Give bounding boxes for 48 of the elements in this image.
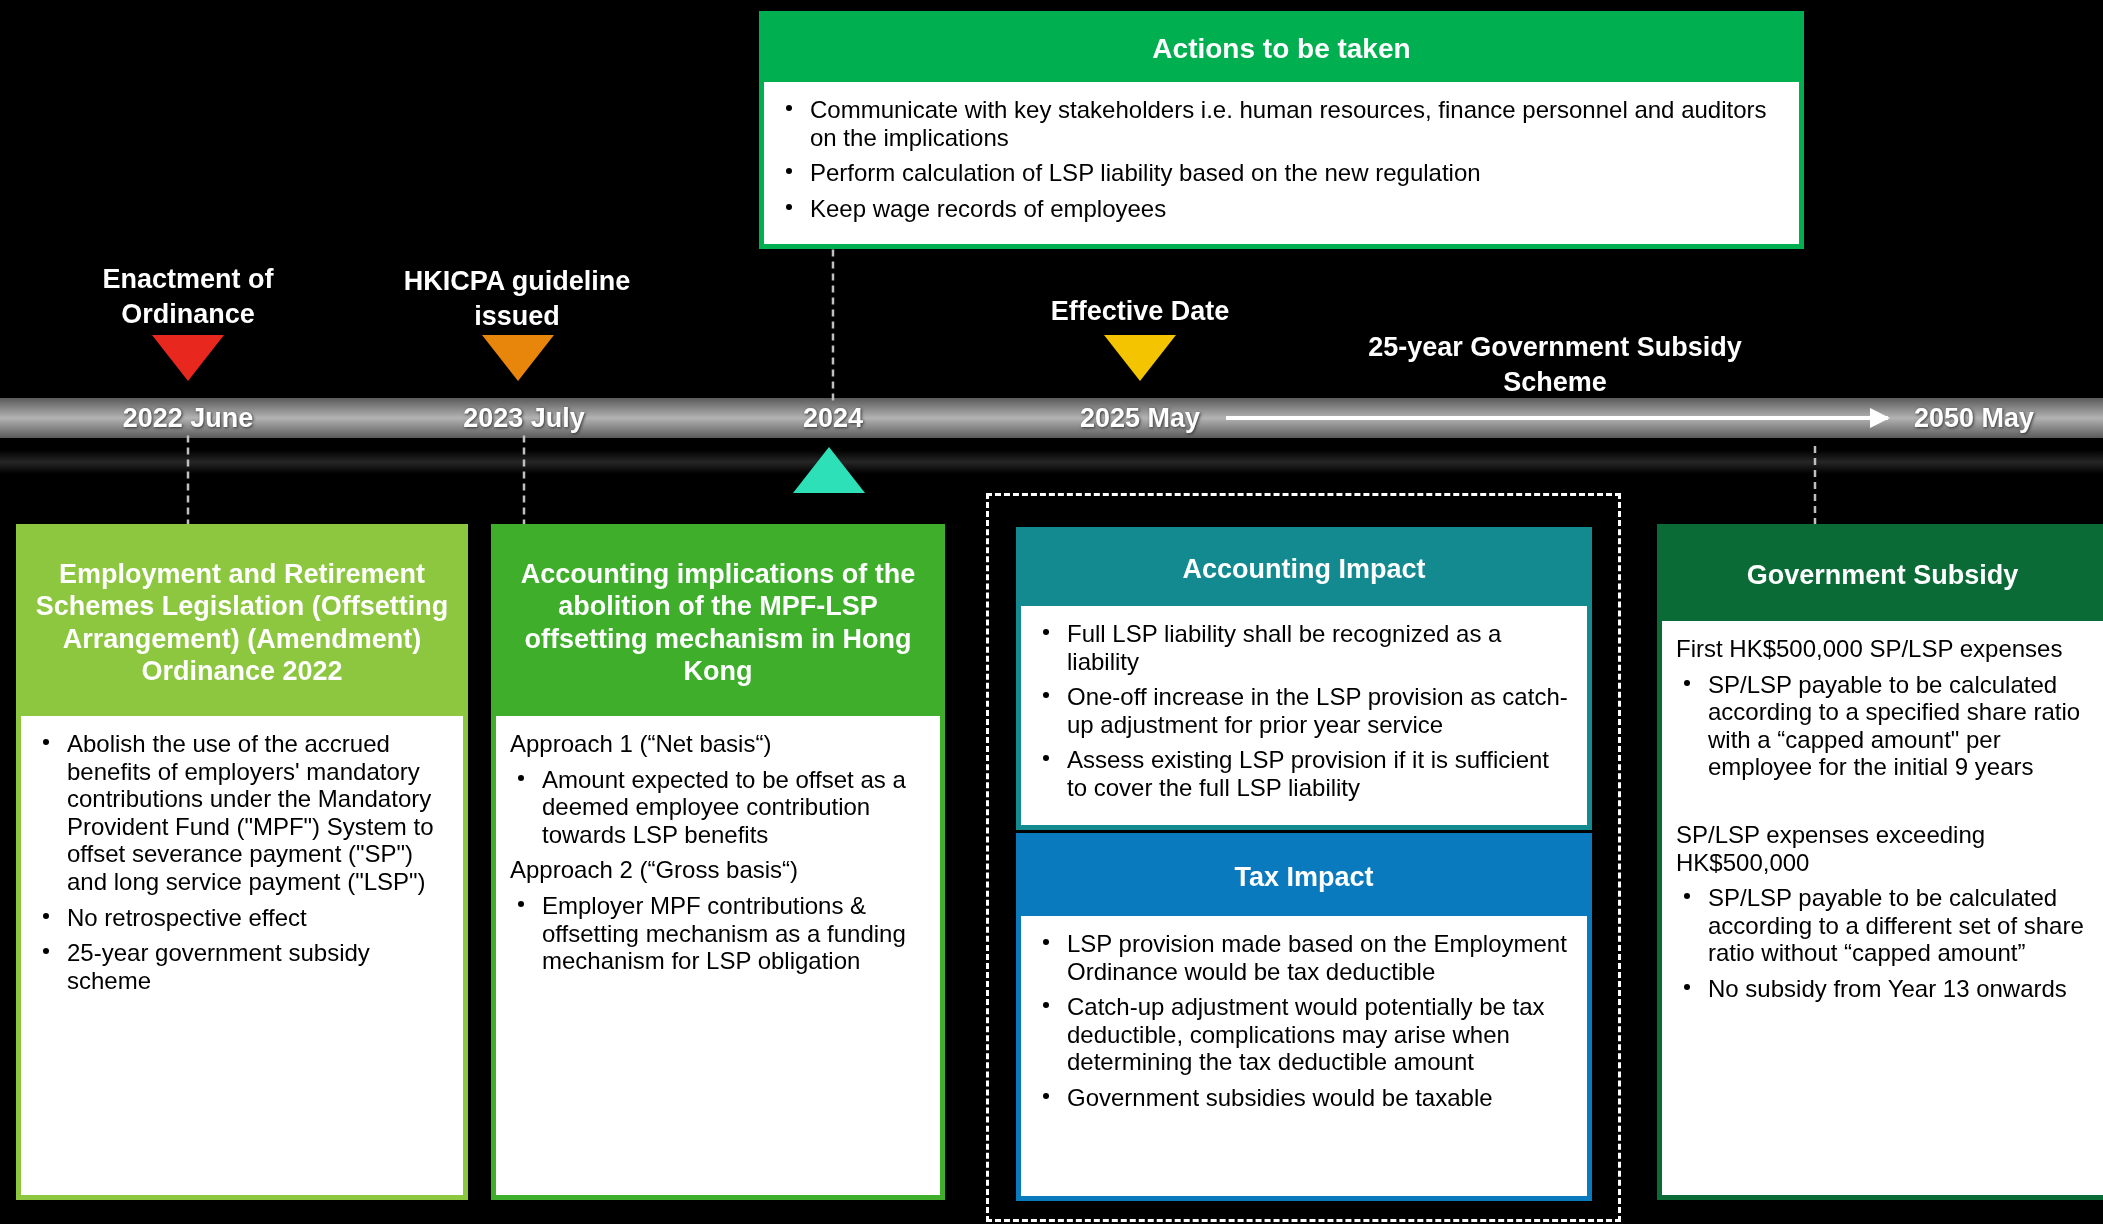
subheading-text: First HK$500,000 SP/LSP expenses	[1676, 635, 2064, 663]
date-label: 2050 May	[1907, 400, 2041, 436]
dashed-connector	[186, 435, 190, 524]
bullet-text: No subsidy from Year 13 onwards	[1676, 974, 2089, 1003]
date-label: 2025 May	[1073, 400, 1207, 436]
subheading-text: Approach 2 (“Gross basis“)	[510, 856, 800, 884]
bullet-text: One-off increase in the LSP provision as catch-up adjustment for prior year service	[1035, 683, 1573, 739]
info-card	[759, 11, 1804, 249]
bullet-text: 25-year government subsidy scheme	[35, 939, 449, 995]
event-label: HKICPA guideline issued	[402, 265, 632, 334]
bullet-text: SP/LSP payable to be calculated according to a different set of share ratio without “capped amount”	[1676, 884, 2089, 967]
event-label: Enactment of Ordinance	[101, 263, 275, 332]
event-label: 25-year Government Subsidy Scheme	[1367, 331, 1743, 400]
card-heading: Actions to be taken	[764, 16, 1799, 82]
bullet-text: Employer MPF contributions & offsetting mechanism as a funding mechanism for LSP obligation	[510, 891, 926, 975]
card-heading: Accounting Impact	[1021, 532, 1587, 606]
bullet-text: Assess existing LSP provision if it is sufficient to cover the full LSP liability	[1035, 746, 1573, 802]
card-heading: Government Subsidy	[1662, 529, 2103, 621]
info-card	[16, 524, 468, 1200]
bullet-text: Perform calculation of LSP liability based on the new regulation	[778, 159, 1785, 187]
info-card	[491, 524, 945, 1200]
info-card	[1016, 527, 1592, 830]
bullet-text: Amount expected to be offset as a deemed employee contribution towards LSP benefits	[510, 765, 926, 849]
bullet-text: Full LSP liability shall be recognized as a liability	[1035, 620, 1573, 676]
card-heading: Tax Impact	[1021, 838, 1587, 916]
bullet-text: Abolish the use of the accrued benefits of employers' mandatory contributions under the Mandatory Provident Fund ("MPF") System to offset severance payment ("SP") and long service payment ("LSP")	[35, 730, 449, 896]
bullet-text: SP/LSP payable to be calculated according to a specified share ratio with a “capped amount" per employee for the initial 9 years	[1676, 670, 2089, 781]
dashed-group-frame	[986, 493, 1621, 1222]
bullet-text: LSP provision made based on the Employment Ordinance would be tax deductible	[1035, 930, 1573, 986]
card-heading: Accounting implications of the abolition of the MPF-LSP offsetting mechanism in Hong Kong	[496, 529, 940, 716]
info-card	[1657, 524, 2103, 1200]
subheading-text: Approach 1 (“Net basis“)	[510, 730, 773, 758]
bullet-text: Government subsidies would be taxable	[1035, 1083, 1573, 1112]
dashed-connector	[1813, 446, 1817, 524]
bullet-text: No retrospective effect	[35, 903, 449, 932]
dashed-connector	[831, 249, 835, 401]
date-label: 2024	[796, 400, 870, 436]
timeline-arrow	[1226, 408, 1890, 428]
event-label: Effective Date	[1049, 295, 1231, 328]
bullet-text: Communicate with key stakeholders i.e. human resources, finance personnel and auditors on the implications	[778, 96, 1785, 152]
bullet-text: Catch-up adjustment would potentially be tax deductible, complications may arise when determining the tax deductible amount	[1035, 993, 1573, 1076]
bullet-text: Keep wage records of employees	[778, 194, 1785, 223]
card-heading: Employment and Retirement Schemes Legislation (Offsetting Arrangement) (Amendment) Ordinance 2022	[21, 529, 463, 716]
date-label: 2023 July	[457, 400, 591, 436]
dashed-connector	[522, 435, 526, 524]
date-label: 2022 June	[116, 400, 260, 436]
info-card	[1016, 833, 1592, 1201]
subheading-text: SP/LSP expenses exceeding HK$500,000	[1676, 820, 1987, 877]
